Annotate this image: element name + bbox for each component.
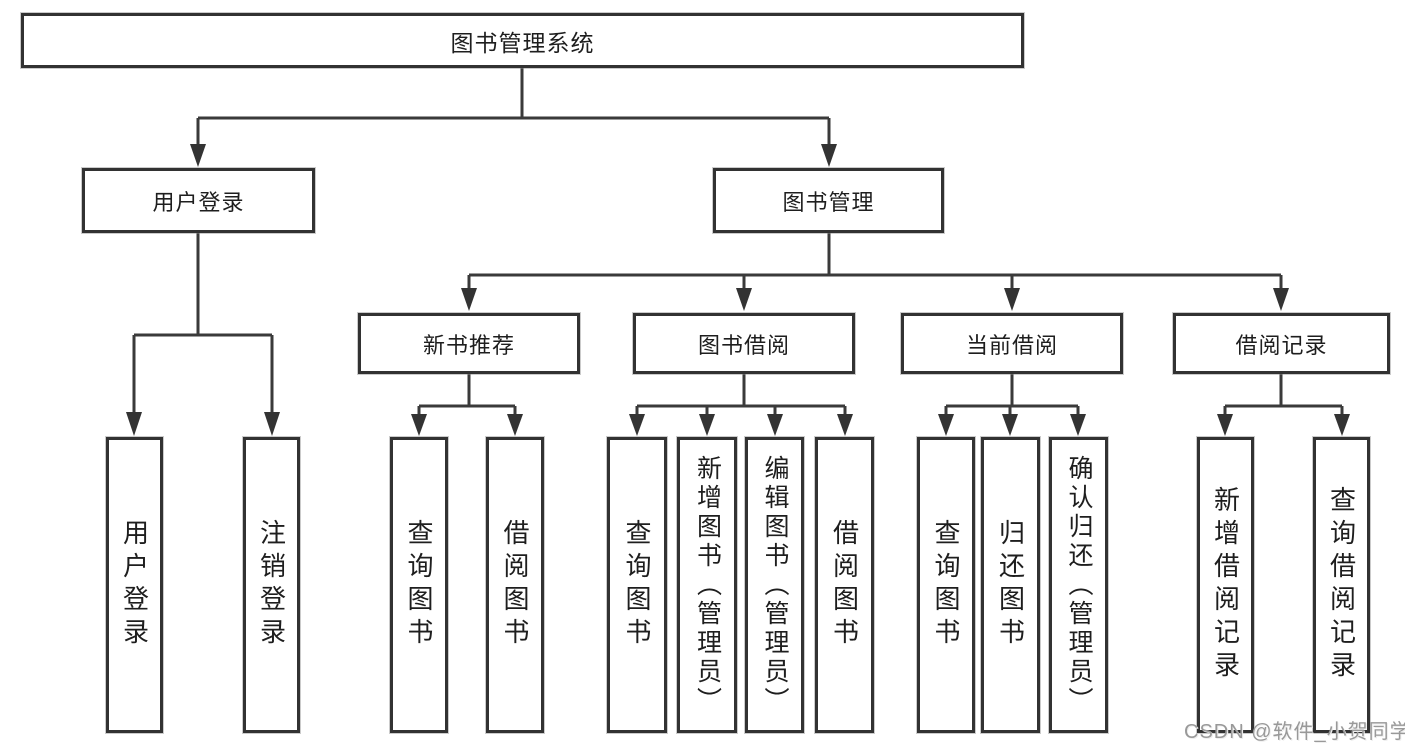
node-book-borrowing: 图书借阅: [633, 313, 855, 374]
leaf-user-login: 用户登录: [106, 437, 163, 733]
csdn-watermark: CSDN @软件_小贺同学: [1184, 721, 1405, 743]
node-library-system: 图书管理系统: [21, 13, 1024, 68]
leaf-query-borrow-record: 查询借阅记录: [1313, 437, 1370, 733]
leaf-logout-label: 注销登录: [256, 519, 287, 651]
leaf-query-books-borrow-label: 查询图书: [622, 519, 652, 651]
leaf-add-book-admin-label: 新增图书（管理员）: [693, 454, 722, 716]
node-book-borrowing-label: 图书借阅: [697, 332, 790, 358]
leaf-edit-book-admin: 编辑图书（管理员）: [745, 437, 804, 733]
leaf-query-books-current-label: 查询图书: [931, 519, 961, 651]
node-book-management: 图书管理: [713, 168, 944, 233]
leaf-confirm-return-admin: 确认归还（管理员）: [1049, 437, 1108, 733]
leaf-logout: 注销登录: [243, 437, 300, 733]
node-new-book-recommendation-label: 新书推荐: [422, 332, 515, 358]
node-book-management-label: 图书管理: [782, 189, 875, 215]
node-borrowing-records: 借阅记录: [1173, 313, 1390, 374]
node-borrowing-records-label: 借阅记录: [1235, 332, 1328, 358]
node-library-system-label: 图书管理系统: [450, 29, 595, 56]
leaf-query-books-recommend: 查询图书: [390, 437, 448, 733]
leaf-add-borrow-record-label: 新增借阅记录: [1210, 486, 1241, 684]
leaf-return-books: 归还图书: [981, 437, 1040, 733]
leaf-confirm-return-admin-label: 确认归还（管理员）: [1065, 454, 1093, 716]
leaf-edit-book-admin-label: 编辑图书（管理员）: [761, 454, 789, 716]
leaf-query-books-recommend-label: 查询图书: [404, 519, 434, 651]
leaf-borrow-books: 借阅图书: [815, 437, 874, 733]
leaf-borrow-books-recommend-label: 借阅图书: [500, 519, 530, 651]
leaf-borrow-books-recommend: 借阅图书: [486, 437, 544, 733]
node-current-borrowing: 当前借阅: [901, 313, 1123, 374]
leaf-add-borrow-record: 新增借阅记录: [1197, 437, 1254, 733]
node-user-login-label: 用户登录: [152, 189, 245, 215]
leaf-add-book-admin: 新增图书（管理员）: [677, 437, 737, 733]
leaf-borrow-books-label: 借阅图书: [829, 519, 860, 651]
leaf-query-books-borrow: 查询图书: [607, 437, 667, 733]
leaf-user-login-label: 用户登录: [119, 519, 150, 651]
leaf-query-books-current: 查询图书: [917, 437, 975, 733]
node-current-borrowing-label: 当前借阅: [965, 332, 1058, 358]
node-new-book-recommendation: 新书推荐: [358, 313, 580, 374]
node-user-login: 用户登录: [82, 168, 315, 233]
leaf-query-borrow-record-label: 查询借阅记录: [1326, 486, 1357, 684]
leaf-return-books-label: 归还图书: [995, 519, 1026, 651]
